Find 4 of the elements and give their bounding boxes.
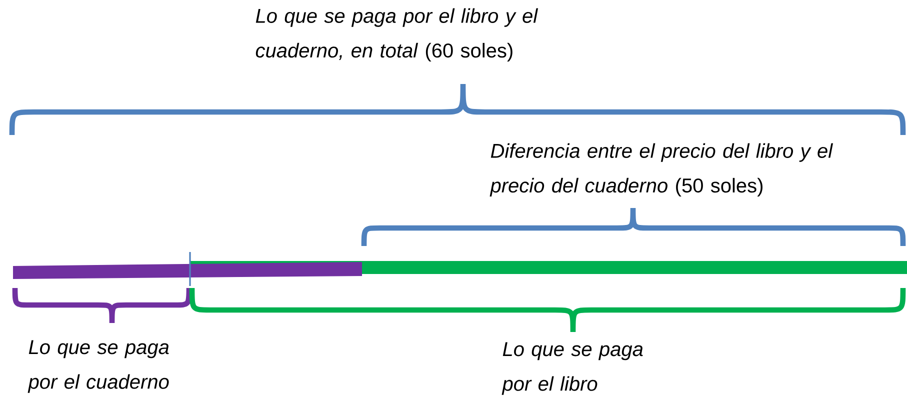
quantity-label: Lo que se paga por el cuaderno bbox=[28, 340, 169, 393]
quantity-label: Diferencia entre el precio del libro y el precio del cuaderno (50 soles) bbox=[490, 143, 834, 197]
quantity-label: Lo que se paga por el libro y el cuaderno, en total (60 soles) bbox=[256, 8, 538, 62]
quantity-label: Lo que se paga por el libro bbox=[502, 342, 643, 395]
